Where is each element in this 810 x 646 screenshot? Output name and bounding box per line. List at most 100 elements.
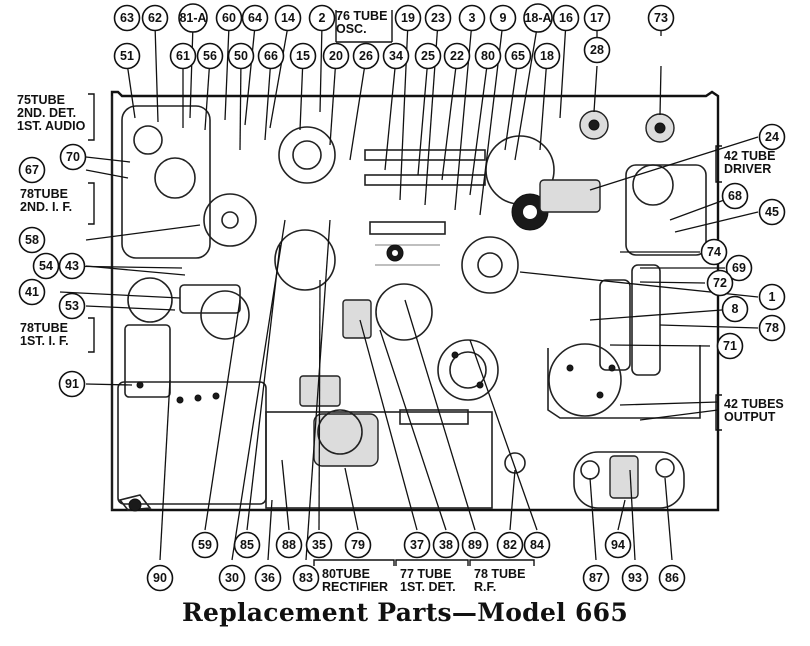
callout-number: 70 [66,150,80,164]
callout-65: 65 [504,42,532,70]
callout-74: 74 [700,238,728,266]
callout-circle [583,36,611,64]
tube-label-line: 2ND. DET. [17,106,76,120]
callout-circle [18,226,46,254]
callout-number: 28 [590,43,604,57]
callout-circle [706,269,734,297]
callout-circle [215,4,243,32]
callout-circle [169,42,197,70]
callout-number: 24 [765,130,779,144]
callout-circle [461,531,489,559]
callout-91: 91 [58,370,86,398]
callout-90: 90 [146,564,174,592]
callout-circle [254,564,282,592]
callout-number: 79 [351,538,365,552]
callout-number: 73 [654,11,668,25]
callout-number: 78 [765,321,779,335]
callout-circle [58,370,86,398]
callout-number: 25 [421,49,435,63]
callout-circle [533,42,561,70]
callout-number: 18 [540,49,554,63]
callout-circle [604,531,632,559]
callout-number: 56 [203,49,217,63]
tube-label-line: 78 TUBE [474,567,525,581]
callout-circle [523,3,553,33]
callout-number: 2 [319,11,326,25]
callout-circle [146,564,174,592]
callout-67: 67 [18,156,46,184]
callout-81-A: 81-A [178,3,208,33]
tube-label-line: 1ST. AUDIO [17,119,86,133]
callout-number: 51 [120,49,134,63]
callout-34: 34 [382,42,410,70]
callout-number: 93 [628,571,642,585]
callout-number: 30 [225,571,239,585]
callout-number: 38 [439,538,453,552]
callout-number: 64 [248,11,262,25]
callout-45: 45 [758,198,786,226]
callout-circle [443,42,471,70]
callout-43: 43 [58,252,86,280]
callout-number: 91 [65,377,79,391]
callout-number: 14 [281,11,295,25]
callout-17: 17 [583,4,611,32]
callout-3: 3 [458,4,486,32]
callout-circle [424,4,452,32]
callout-circle [496,531,524,559]
callout-83: 83 [292,564,320,592]
callout-51: 51 [113,42,141,70]
tube-label-line: 80TUBE [322,567,370,581]
callout-number: 35 [312,538,326,552]
callout-circle [58,292,86,320]
callout-18: 18 [533,42,561,70]
callout-number: 37 [410,538,424,552]
callout-number: 85 [240,538,254,552]
tube-label-line: 78TUBE [20,187,68,201]
callout-18-A: 18-A [523,3,553,33]
callout-circle [18,278,46,306]
callout-63: 63 [113,4,141,32]
callout-2: 2 [308,4,336,32]
callout-circle [352,42,380,70]
tube-label-line: RECTIFIER [322,580,388,594]
callout-60: 60 [215,4,243,32]
callout-37: 37 [403,531,431,559]
callout-number: 43 [65,259,79,273]
callout-23: 23 [424,4,452,32]
tube-label-line: R.F. [474,580,496,594]
callout-circle [700,238,728,266]
tube-label-line: OUTPUT [724,410,776,424]
callout-89: 89 [461,531,489,559]
callout-number: 34 [389,49,403,63]
tube-label-line: 75TUBE [17,93,65,107]
callout-circle [716,332,744,360]
callout-circle [233,531,261,559]
callout-number: 41 [25,285,39,299]
tube-label-line: 1ST. I. F. [20,334,69,348]
callout-number: 72 [713,276,727,290]
callout-circle [552,4,580,32]
callout-number: 67 [25,163,39,177]
callout-circle [18,156,46,184]
callout-number: 15 [296,49,310,63]
callout-16: 16 [552,4,580,32]
callout-15: 15 [289,42,317,70]
callout-circle [305,531,333,559]
callout-number: 19 [401,11,415,25]
callout-64: 64 [241,4,269,32]
callout-number: 36 [261,571,275,585]
callout-number: 83 [299,571,313,585]
callout-53: 53 [58,292,86,320]
callout-61: 61 [169,42,197,70]
callout-66: 66 [257,42,285,70]
callout-number: 50 [234,49,248,63]
callout-circle [725,254,753,282]
tube-label-line: 2ND. I. F. [20,200,72,214]
callout-circle [218,564,246,592]
callout-circle [458,4,486,32]
